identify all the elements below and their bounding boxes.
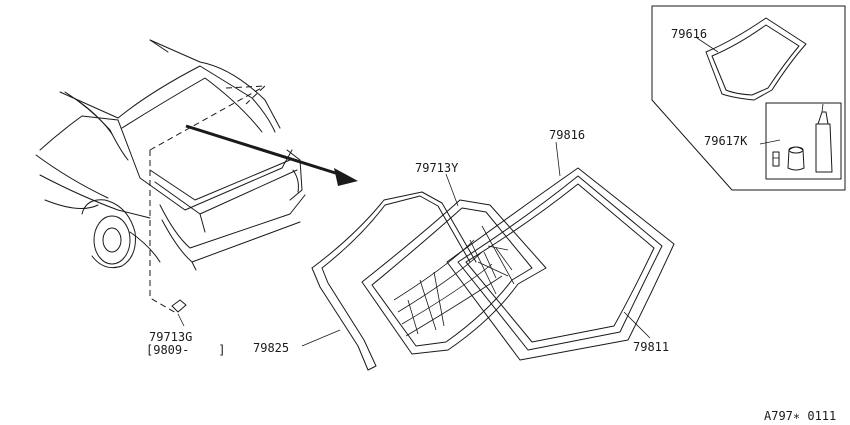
kit-inset-panel xyxy=(651,5,846,191)
label-79713y: 79713Y xyxy=(415,161,459,175)
label-79816: 79816 xyxy=(549,128,585,142)
label-79713g-date: [9809- ] xyxy=(146,343,225,357)
label-79616: 79616 xyxy=(671,27,707,41)
diagram-code: A797∗ 0111 xyxy=(764,409,836,423)
car-illustration xyxy=(35,39,306,315)
molding-79616 xyxy=(705,17,807,101)
molding-79825 xyxy=(311,191,477,371)
pointer-arrow xyxy=(185,124,358,186)
label-79825: 79825 xyxy=(253,341,289,355)
glass-79811 xyxy=(446,167,675,361)
label-79617k: 79617K xyxy=(704,134,748,148)
label-79713g: 79713G xyxy=(149,330,192,344)
primer-kit-79617k xyxy=(772,103,833,173)
label-79811: 79811 xyxy=(633,340,669,354)
leader-lines xyxy=(177,37,781,347)
glass-79713y xyxy=(361,199,547,355)
